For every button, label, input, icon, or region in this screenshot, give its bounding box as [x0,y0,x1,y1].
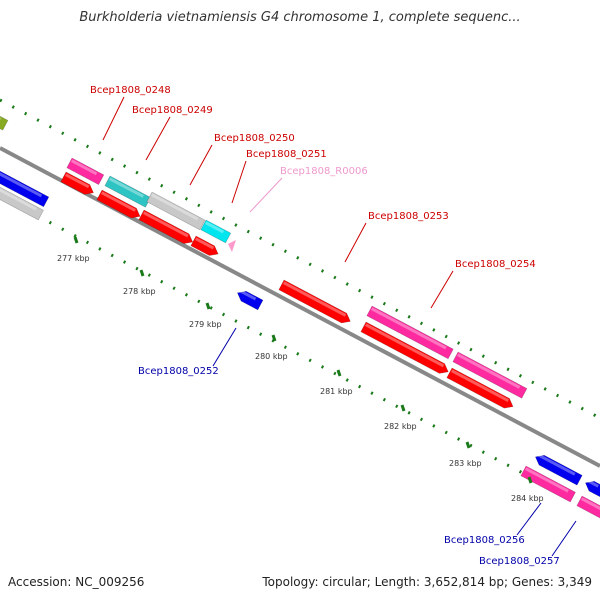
gene-label-bcep1808-0252[interactable]: Bcep1808_0252 [138,366,219,377]
leader-line-bcep1808-0253 [344,222,367,263]
gene-label-bcep1808-0250[interactable]: Bcep1808_0250 [214,133,295,144]
scale-tick-4 [336,369,342,377]
feature-olive[interactable] [0,111,9,131]
feature-blue-i[interactable] [583,478,600,498]
feature-bcep1808-0253[interactable] [278,279,353,326]
leader-line-bcep1808-0256 [516,502,542,536]
leader-line-bcep1808-0249 [145,116,171,161]
gene-label-bcep1808-r0006[interactable]: Bcep1808_R0006 [280,166,368,177]
feature-blue-h[interactable] [533,452,583,486]
feature-red-c[interactable] [138,209,195,247]
backbone [0,146,600,468]
scale-label-7: 284 kbp [511,494,544,503]
scale-label-5: 282 kbp [384,422,417,431]
leader-line-bcep1808-0250 [189,144,213,186]
leader-line-bcep1808-0251 [231,160,247,204]
topology-summary: Topology: circular; Length: 3,652,814 bp… [262,575,592,589]
leader-line-bcep1808-0257 [551,520,577,557]
gene-label-bcep1808-0253[interactable]: Bcep1808_0253 [368,211,449,222]
scale-tick-5 [400,404,406,412]
feature-red-d[interactable] [190,235,221,259]
feature-bcep1808-0256[interactable] [520,465,576,503]
scale-tick-0 [73,236,79,244]
scale-tick-2 [205,302,211,310]
lower-dot-track [0,194,600,516]
gene-label-bcep1808-0251[interactable]: Bcep1808_0251 [246,149,327,160]
gene-label-bcep1808-0248[interactable]: Bcep1808_0248 [90,85,171,96]
feature-bcep1808-0252[interactable] [235,288,264,311]
leader-line-bcep1808-0254 [430,270,454,309]
scale-label-0: 277 kbp [57,254,90,263]
feature-bcep1808-0251[interactable] [200,219,232,244]
scale-label-2: 279 kbp [189,320,222,329]
gene-label-bcep1808-0256[interactable]: Bcep1808_0256 [444,535,525,546]
feature-red-g[interactable] [446,367,516,411]
feature-blue-left[interactable] [0,167,50,208]
feature-gray-left[interactable] [0,183,44,221]
feature-red-e[interactable] [360,321,451,377]
leader-line-bcep1808-0248 [102,96,125,141]
feature-bcep1808-r0006[interactable] [228,240,236,252]
scale-tick-1 [139,269,145,277]
upper-dot-track [0,98,600,420]
scale-label-1: 278 kbp [123,287,156,296]
feature-magenta-f[interactable] [452,351,528,399]
feature-gray-0250[interactable] [146,191,206,231]
gene-label-bcep1808-0254[interactable]: Bcep1808_0254 [455,259,536,270]
map-title: Burkholderia vietnamiensis G4 chromosome… [79,10,521,25]
scale-tick-3 [271,334,277,342]
gene-label-bcep1808-0257[interactable]: Bcep1808_0257 [479,556,560,567]
scale-label-3: 280 kbp [255,352,288,361]
scale-label-4: 281 kbp [320,387,353,396]
scale-label-6: 283 kbp [449,459,482,468]
feature-bcep1808-0257[interactable] [576,495,600,521]
accession-text: Accession: NC_009256 [8,575,145,589]
leader-line-bcep1808-0252 [212,327,237,367]
feature-bcep1808-0248[interactable] [66,157,105,185]
gene-label-bcep1808-0249[interactable]: Bcep1808_0249 [132,105,213,116]
scale-tick-7 [527,476,533,484]
feature-red-a[interactable] [60,171,96,198]
feature-bcep1808-0254[interactable] [366,305,454,360]
feature-red-b[interactable] [96,189,143,221]
scale-tick-6 [465,441,471,449]
leader-line-bcep1808-r0006 [249,177,283,213]
feature-bcep1808-0249[interactable] [104,175,152,208]
